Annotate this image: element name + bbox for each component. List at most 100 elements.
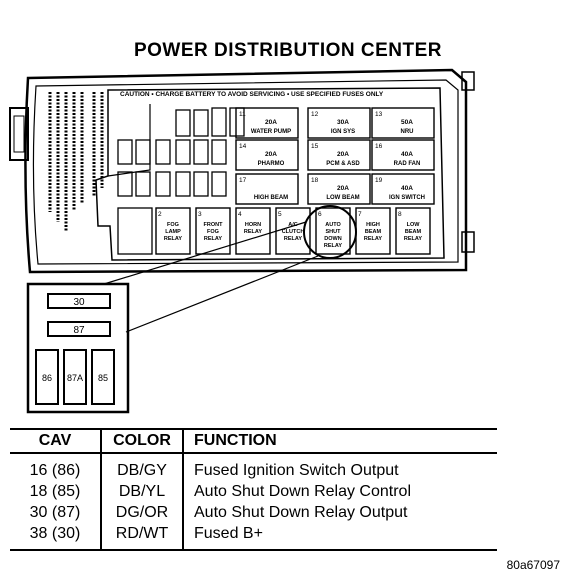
diagram-title: POWER DISTRIBUTION CENTER bbox=[133, 40, 443, 61]
header-cav: CAV bbox=[10, 428, 102, 454]
warning-text: CAUTION • CHARGE BATTERY TO AVOID SERVIC… bbox=[120, 91, 384, 98]
fuse-name: HIGH BEAM bbox=[254, 195, 288, 201]
asd-relay-highlight-circle bbox=[303, 205, 357, 259]
relay-cavity-number: 3 bbox=[198, 211, 202, 218]
maxi-fuse-12: 12 30A IGN SYS bbox=[307, 107, 371, 139]
mini-fuse-group bbox=[117, 107, 245, 197]
relay-name-line: FOG bbox=[207, 229, 219, 235]
figure-id: 80a67097 bbox=[506, 558, 560, 572]
fuse-amperage: 50A bbox=[401, 119, 413, 126]
fuse-amperage: 30A bbox=[337, 119, 349, 126]
housing-right-tab bbox=[461, 71, 475, 91]
color-cell: DB/YL bbox=[101, 481, 184, 502]
side-label-text-block bbox=[48, 92, 104, 232]
relay-name-line: RELAY bbox=[164, 236, 182, 242]
cavity-function-table: CAV COLOR FUNCTION 16 (86) DB/GY Fused I… bbox=[10, 428, 497, 551]
table-row: 30 (87) DG/OR Auto Shut Down Relay Outpu… bbox=[10, 502, 497, 523]
cav-cell: 16 (86) bbox=[10, 453, 102, 481]
relay-slot-1 bbox=[117, 207, 153, 255]
fuse-amperage: 20A bbox=[337, 185, 349, 192]
fuse-name: LOW BEAM bbox=[326, 195, 359, 201]
fuse-cavity-number: 19 bbox=[375, 177, 383, 184]
relay-name-line: RELAY bbox=[364, 236, 382, 242]
relay-name-line: LOW bbox=[407, 222, 421, 228]
relay-cavity-number: 6 bbox=[318, 211, 322, 218]
maxi-fuse-13: 13 50A NRU bbox=[371, 107, 435, 139]
relay-detail-box bbox=[26, 282, 130, 414]
fuse-amperage: 20A bbox=[265, 119, 277, 126]
maxi-fuse-19: 19 40A IGN SWITCH bbox=[371, 173, 435, 205]
table-row: 16 (86) DB/GY Fused Ignition Switch Outp… bbox=[10, 453, 497, 481]
relay-name-line: HORN bbox=[245, 222, 261, 228]
color-cell: RD/WT bbox=[101, 523, 184, 551]
fuse-cavity-number: 18 bbox=[311, 177, 319, 184]
terminal-85 bbox=[91, 349, 115, 405]
table-row: 18 (85) DB/YL Auto Shut Down Relay Contr… bbox=[10, 481, 497, 502]
relay-name-line: CLUTCH bbox=[282, 229, 305, 235]
terminal-30-label: 30 bbox=[73, 297, 85, 308]
relay-name-line: BEAM bbox=[365, 229, 382, 235]
terminal-87a bbox=[63, 349, 87, 405]
fuse-cavity-number: 12 bbox=[311, 111, 319, 118]
terminal-86-label: 86 bbox=[42, 373, 52, 383]
leader-line-top bbox=[103, 221, 307, 285]
housing-left-tab bbox=[9, 107, 29, 161]
fuse-name: PCM & ASD bbox=[326, 161, 360, 167]
leader-line-bottom bbox=[125, 255, 319, 333]
fuse-name: NRU bbox=[401, 129, 414, 135]
fuse-amperage: 40A bbox=[401, 151, 413, 158]
pdc-housing-inner bbox=[32, 79, 459, 265]
relay-cavity-number: 5 bbox=[278, 211, 282, 218]
power-distribution-center-diagram: CAUTION • CHARGE BATTERY TO AVOID SERVIC… bbox=[9, 68, 475, 414]
relay-cavity-number: 7 bbox=[358, 211, 362, 218]
fuse-panel-border bbox=[95, 87, 445, 261]
maxi-fuse-18: 18 20A LOW BEAM bbox=[307, 173, 371, 205]
relay-row: 2FOGLAMPRELAY3FRONTFOGRELAY4HORNRELAY5A/… bbox=[155, 207, 431, 255]
terminal-86 bbox=[35, 349, 59, 405]
table-row: 38 (30) RD/WT Fused B+ bbox=[10, 523, 497, 551]
fuse-name: RAD FAN bbox=[394, 161, 421, 167]
relay-cavity-number: 2 bbox=[158, 211, 162, 218]
terminal-30 bbox=[47, 293, 111, 309]
relay-name-line: RELAY bbox=[204, 236, 222, 242]
cav-cell: 18 (85) bbox=[10, 481, 102, 502]
fuse-cavity-number: 13 bbox=[375, 111, 383, 118]
fuse-name: IGN SYS bbox=[331, 129, 355, 135]
function-cell: Auto Shut Down Relay Control bbox=[194, 483, 411, 500]
function-cell: Fused Ignition Switch Output bbox=[194, 462, 399, 479]
relay-name-line: AUTO bbox=[325, 222, 341, 228]
maxi-fuse-15: 15 20A PCM & ASD bbox=[307, 139, 371, 171]
fuse-name: IGN SWITCH bbox=[389, 195, 425, 201]
color-cell: DG/OR bbox=[101, 502, 184, 523]
relay-cavity-number: 4 bbox=[238, 211, 242, 218]
relay-name-line: RELAY bbox=[324, 243, 342, 249]
function-cell: Auto Shut Down Relay Output bbox=[194, 504, 408, 521]
terminal-87a-label: 87A bbox=[67, 373, 83, 383]
fuse-name: WATER PUMP bbox=[251, 129, 291, 135]
terminal-87-label: 87 bbox=[73, 325, 85, 336]
relay-name-line: FOG bbox=[167, 222, 179, 228]
relay-name-line: SHUT bbox=[326, 229, 342, 235]
fuse-cavity-number: 16 bbox=[375, 143, 383, 150]
cav-cell: 38 (30) bbox=[10, 523, 102, 551]
fuse-amperage: 40A bbox=[401, 185, 413, 192]
relay-name-line: FRONT bbox=[204, 222, 224, 228]
fuse-amperage: 20A bbox=[265, 151, 277, 158]
relay-name-line: HIGH bbox=[366, 222, 380, 228]
cav-cell: 30 (87) bbox=[10, 502, 102, 523]
fuse-cavity-number: 15 bbox=[311, 143, 319, 150]
relay-name-line: RELAY bbox=[404, 236, 422, 242]
relay-name-line: BEAM bbox=[405, 229, 422, 235]
maxi-fuse-16: 16 40A RAD FAN bbox=[371, 139, 435, 171]
color-cell: DB/GY bbox=[101, 453, 184, 481]
fuse-amperage: 20A bbox=[337, 151, 349, 158]
